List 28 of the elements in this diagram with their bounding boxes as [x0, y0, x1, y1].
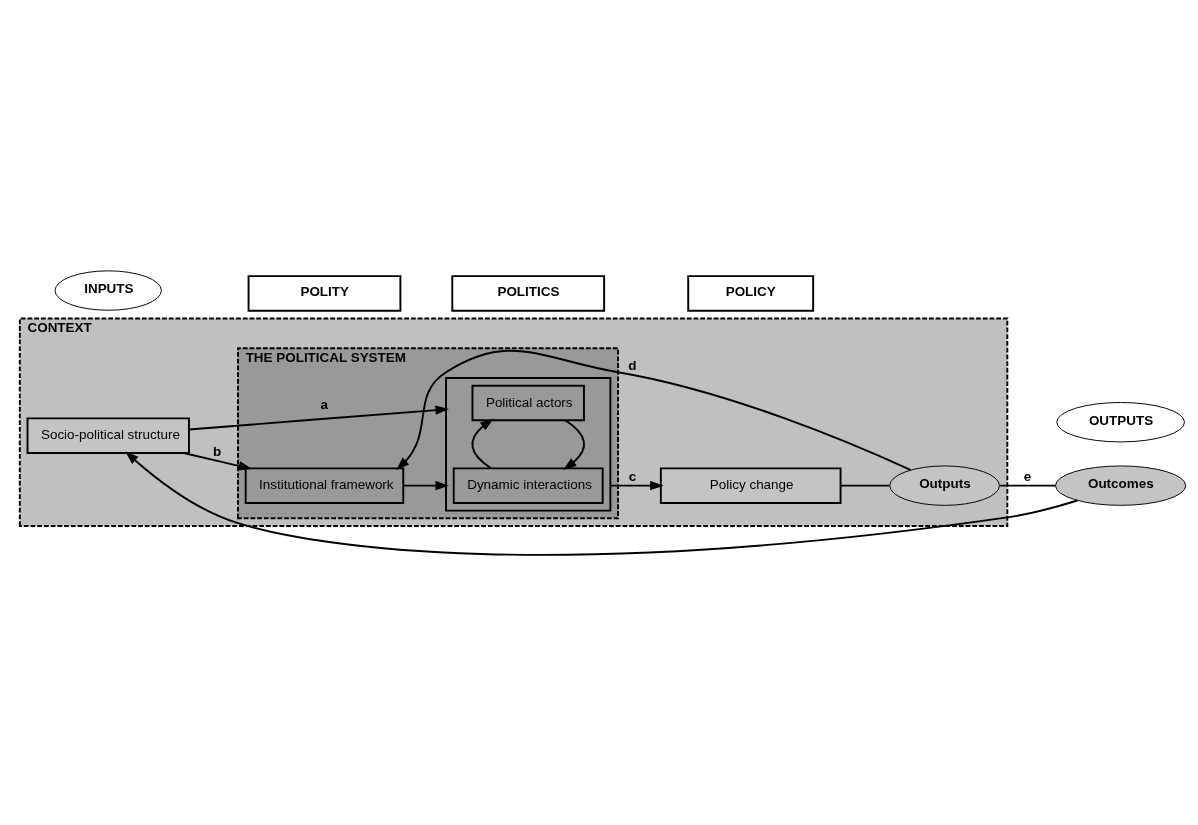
arrow	[396, 349, 912, 471]
edge-label: a	[320, 396, 329, 412]
node-box: Institutional framework	[244, 466, 405, 504]
node-ellipse: Outputs	[889, 464, 1000, 506]
node-box: Socio-political structure	[26, 416, 190, 454]
arrow	[563, 418, 585, 470]
edge-label: e	[1023, 468, 1032, 484]
edge-label: d	[628, 357, 637, 373]
edge-label: c	[628, 468, 637, 484]
arrow	[402, 480, 449, 490]
node-ellipse: INPUTS	[54, 269, 162, 311]
arrow	[471, 418, 494, 469]
node-box: POLITY	[247, 274, 402, 312]
connector	[998, 484, 1057, 487]
node-box: Policy change	[659, 466, 842, 504]
node-box: Political actors	[471, 384, 585, 421]
arrow	[182, 451, 253, 470]
cluster	[445, 376, 612, 512]
node-ellipse: Outcomes	[1055, 464, 1187, 506]
edge-label: b	[212, 443, 222, 459]
node-box: Dynamic interactions	[452, 466, 604, 504]
connector	[839, 484, 891, 487]
arrow	[125, 450, 1079, 556]
node-box: POLICY	[687, 274, 815, 312]
node-box: POLITICS	[451, 274, 606, 312]
arrow	[609, 480, 664, 490]
node-ellipse: OUTPUTS	[1056, 401, 1185, 442]
arrow	[188, 404, 449, 430]
